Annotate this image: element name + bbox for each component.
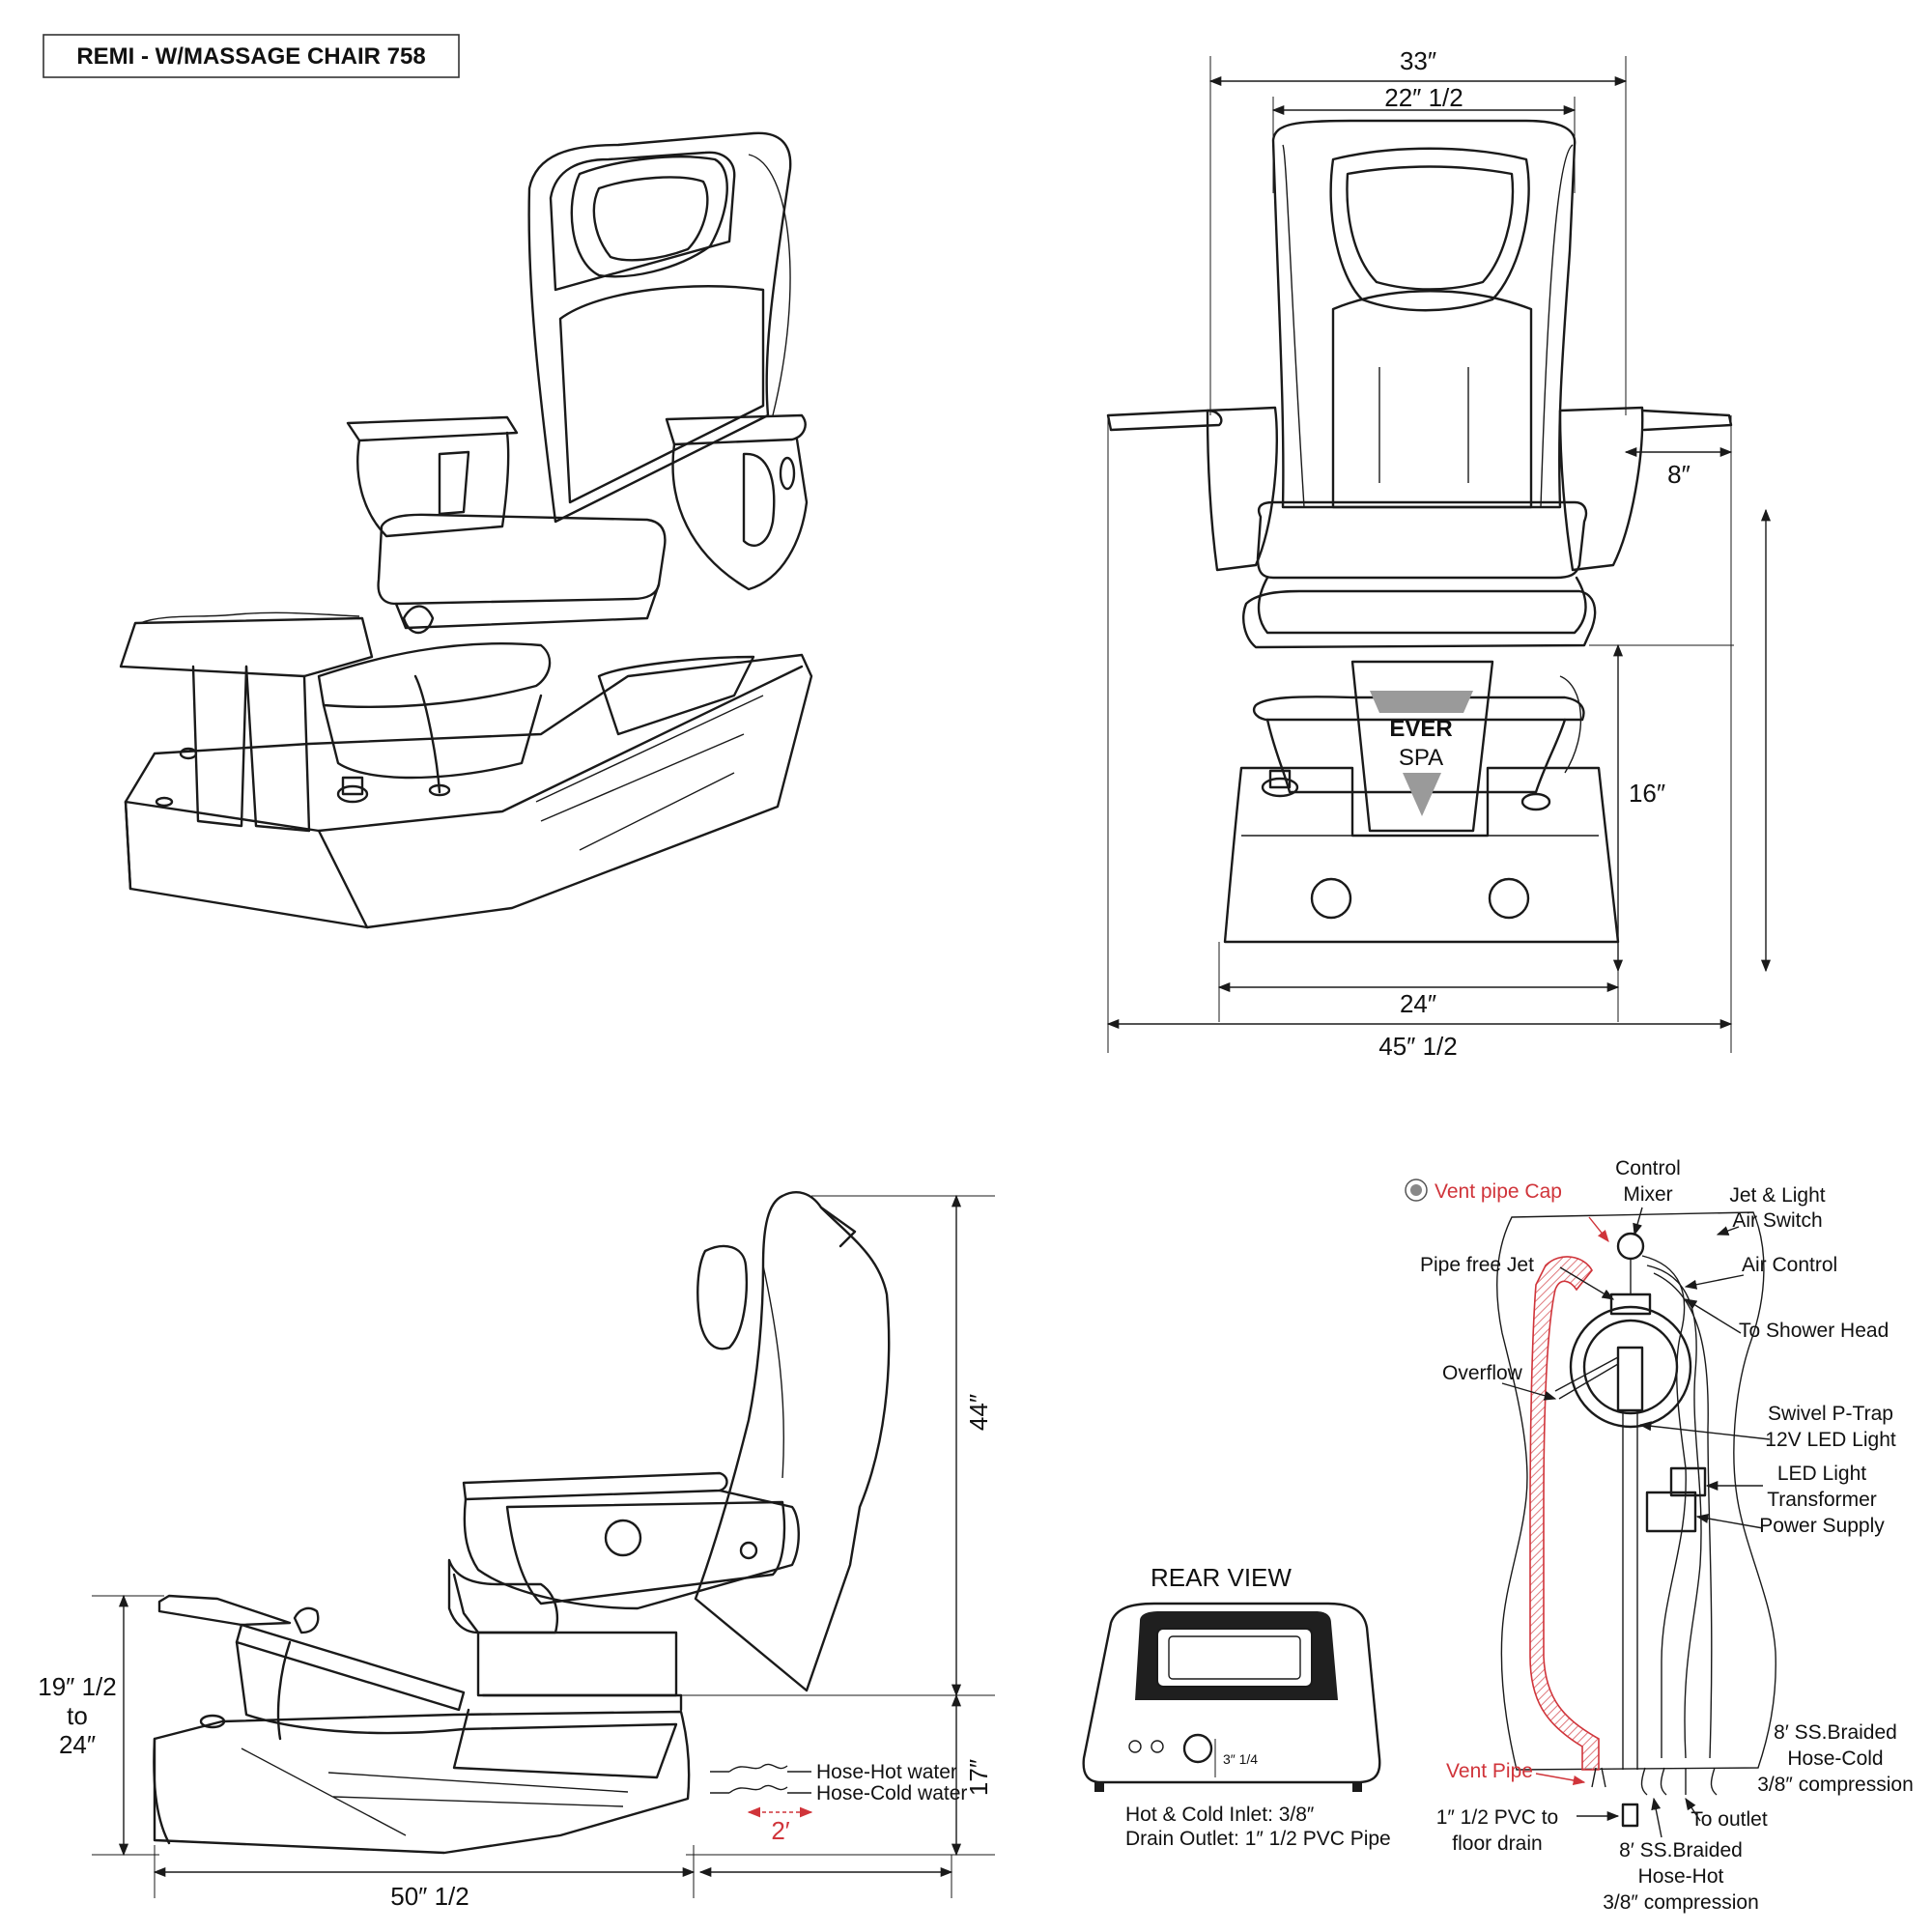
dim-overall-width: 33″ bbox=[1400, 46, 1436, 75]
label-12v-led-light: 12V LED Light bbox=[1765, 1429, 1896, 1451]
dim-footrest-to: to bbox=[67, 1701, 88, 1730]
label-pipe-free-jet: Pipe free Jet bbox=[1420, 1254, 1534, 1276]
inlet-note: Hot & Cold Inlet: 3/8″ bbox=[1125, 1804, 1315, 1826]
label-to-shower-head: To Shower Head bbox=[1739, 1320, 1889, 1342]
rear-view-heading: REAR VIEW bbox=[1151, 1563, 1292, 1592]
label-braided-cold-a: 8′ SS.Braided bbox=[1774, 1721, 1897, 1744]
label-overflow: Overflow bbox=[1442, 1362, 1523, 1384]
label-led-transformer-b: Transformer bbox=[1767, 1489, 1877, 1511]
label-braided-hot-b: Hose-Hot bbox=[1638, 1865, 1724, 1888]
dim-total-height: 44″ bbox=[964, 1394, 993, 1431]
dim-hose-length: 2′ bbox=[771, 1816, 789, 1845]
dim-back-width: 22″ 1/2 bbox=[1384, 83, 1463, 112]
label-swivel-p-trap: Swivel P-Trap bbox=[1768, 1403, 1893, 1425]
label-power-supply: Power Supply bbox=[1759, 1515, 1885, 1537]
title: REMI - W/MASSAGE CHAIR 758 bbox=[76, 43, 425, 70]
plumbing-diagram: Vent pipe Cap Control Mixer Jet & Light … bbox=[1405, 1157, 1914, 1914]
dim-footrest-a: 19″ 1/2 bbox=[38, 1672, 117, 1701]
hose-hot-label: Hose-Hot water bbox=[816, 1761, 957, 1783]
dim-armrest-tray: 8″ bbox=[1667, 460, 1690, 489]
label-braided-cold-c: 3/8″ compression bbox=[1757, 1774, 1914, 1796]
label-braided-cold-b: Hose-Cold bbox=[1787, 1747, 1883, 1770]
label-pvc-drain-b: floor drain bbox=[1452, 1833, 1542, 1855]
label-control-mixer-a: Control bbox=[1615, 1157, 1681, 1179]
ever-spa-logo: EVER SPA bbox=[1370, 691, 1473, 816]
isometric-view bbox=[119, 131, 813, 929]
rear-panel-dim: 3″ 1/4 bbox=[1223, 1751, 1258, 1767]
hose-cold-label: Hose-Cold water bbox=[816, 1782, 967, 1804]
label-braided-hot-a: 8′ SS.Braided bbox=[1619, 1839, 1743, 1861]
label-vent-pipe: Vent Pipe bbox=[1446, 1760, 1533, 1782]
label-pvc-drain-a: 1″ 1/2 PVC to bbox=[1436, 1806, 1559, 1829]
rear-view: REAR VIEW 3″ 1/4 Hot & Cold Inlet: 3/8″ … bbox=[1082, 1563, 1391, 1850]
dim-length: 50″ 1/2 bbox=[390, 1882, 469, 1911]
title-block: REMI - W/MASSAGE CHAIR 758 bbox=[43, 34, 460, 78]
label-vent-pipe-cap: Vent pipe Cap bbox=[1435, 1180, 1562, 1203]
dim-seat-height: 17″ bbox=[964, 1759, 993, 1796]
label-control-mixer-b: Mixer bbox=[1623, 1183, 1672, 1206]
drain-note: Drain Outlet: 1″ 1/2 PVC Pipe bbox=[1125, 1828, 1391, 1850]
dim-basin-height: 16″ bbox=[1629, 779, 1665, 808]
front-view: EVER SPA 33″ 22″ 1/2 8″ 16″ 24″ bbox=[1106, 46, 1772, 1061]
label-jet-light-b: Air Switch bbox=[1732, 1209, 1822, 1232]
logo-text-ever: EVER bbox=[1389, 716, 1452, 742]
label-to-outlet: To outlet bbox=[1690, 1808, 1768, 1831]
dim-total-width: 45″ 1/2 bbox=[1378, 1032, 1458, 1061]
label-jet-light-a: Jet & Light bbox=[1729, 1184, 1825, 1207]
label-air-control: Air Control bbox=[1742, 1254, 1837, 1276]
side-view: Hose-Hot water Hose-Cold water 2′ 44″ 17… bbox=[38, 1191, 995, 1911]
dim-footrest-b: 24″ bbox=[59, 1730, 96, 1759]
logo-text-spa: SPA bbox=[1399, 745, 1443, 771]
label-braided-hot-c: 3/8″ compression bbox=[1603, 1891, 1759, 1914]
label-led-transformer-a: LED Light bbox=[1777, 1463, 1866, 1485]
dim-base-width: 24″ bbox=[1400, 989, 1436, 1018]
